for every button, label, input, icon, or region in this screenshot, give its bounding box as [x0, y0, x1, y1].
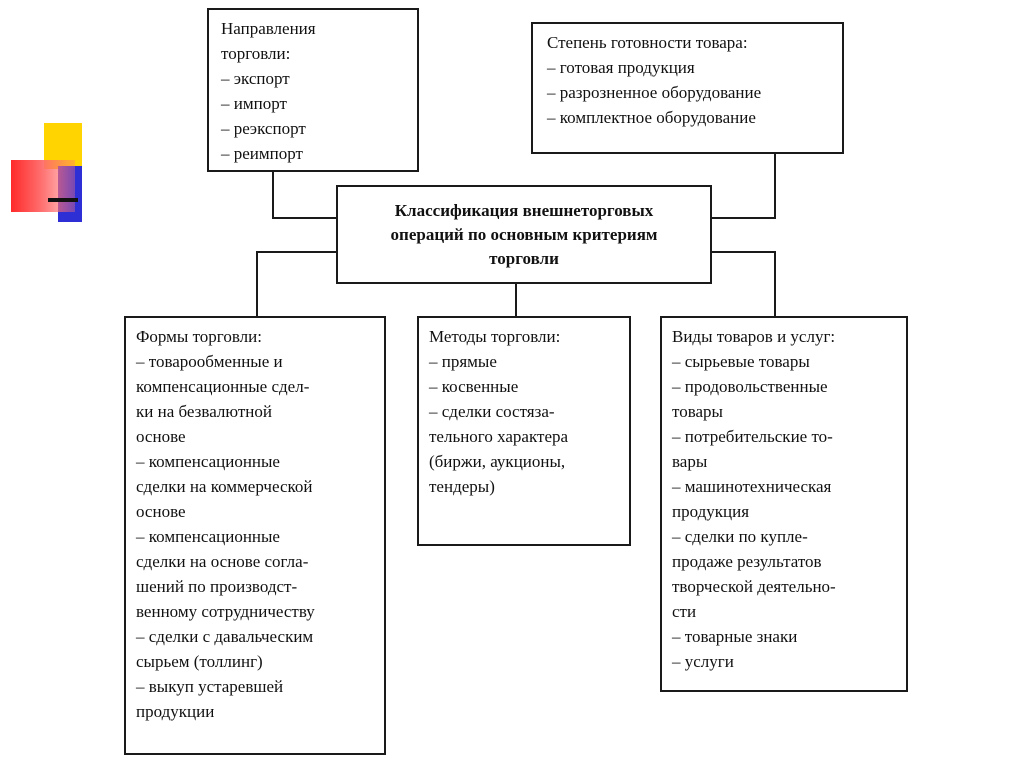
center-title-line-2: операций по основным критериям — [390, 224, 658, 244]
directions-item-import: – импорт — [221, 94, 287, 113]
methods-line: (биржи, аукционы, — [429, 452, 566, 471]
box-trade-directions: Направления торговли: – экспорт – импорт… — [207, 8, 419, 172]
types-line: – сырьевые товары — [672, 352, 810, 371]
directions-item-export: – экспорт — [221, 69, 290, 88]
methods-line: тендеры) — [429, 477, 495, 496]
forms-line: Формы торговли: — [136, 327, 262, 346]
directions-item-reexport: – реэкспорт — [221, 119, 306, 138]
forms-line: – компенсационные — [136, 527, 280, 546]
forms-line: – выкуп устаревшей — [136, 677, 284, 696]
readiness-item-complete: – комплектное оборудование — [547, 108, 756, 127]
forms-line: сырьем (толлинг) — [136, 652, 263, 671]
connector-directions — [272, 172, 336, 219]
forms-line: продукции — [136, 702, 215, 721]
box-goods-readiness: Степень готовности товара: – готовая про… — [531, 22, 844, 154]
types-line: – потребительские то- — [672, 427, 833, 446]
forms-line: сделки на основе согла- — [136, 552, 309, 571]
readiness-item-separate: – разрозненное оборудование — [547, 83, 762, 102]
center-title-line-3: торговли — [489, 248, 559, 268]
readiness-title: Степень готовности товара: — [547, 33, 748, 52]
types-line: товары — [672, 402, 723, 421]
decor-black-line — [48, 198, 78, 202]
connector-types — [712, 251, 776, 316]
types-line: продаже результатов — [672, 552, 822, 571]
methods-line: Методы торговли: — [429, 327, 561, 346]
methods-line: – косвенные — [429, 377, 519, 396]
forms-line: сделки на коммерческой — [136, 477, 313, 496]
connector-readiness — [712, 154, 776, 219]
methods-line: тельного характера — [429, 427, 569, 446]
forms-line: – товарообменные и — [136, 352, 283, 371]
box-trade-methods: Методы торговли: – прямые – косвенные – … — [417, 316, 631, 546]
types-line: вары — [672, 452, 708, 471]
directions-title-2: торговли: — [221, 44, 291, 63]
types-line: творческой деятельно- — [672, 577, 836, 596]
center-title-line-1: Классификация внешнеторговых — [394, 200, 654, 220]
forms-line: ки на безвалютной — [136, 402, 272, 421]
box-central-classification: Классификация внешнеторговых операций по… — [336, 185, 712, 284]
forms-line: – компенсационные — [136, 452, 280, 471]
types-line: – товарные знаки — [672, 627, 798, 646]
readiness-item-finished: – готовая продукция — [547, 58, 695, 77]
forms-line: шений по производст- — [136, 577, 298, 596]
types-line: Виды товаров и услуг: — [672, 327, 836, 346]
types-line: – машинотехническая — [672, 477, 832, 496]
forms-line: компенсационные сдел- — [136, 377, 310, 396]
connector-forms — [256, 251, 336, 316]
decor-red-gradient — [11, 160, 75, 212]
forms-line: основе — [136, 427, 186, 446]
types-line: сти — [672, 602, 697, 621]
box-goods-services-types: Виды товаров и услуг: – сырьевые товары … — [660, 316, 908, 692]
types-line: продукция — [672, 502, 750, 521]
directions-title-1: Направления — [221, 19, 316, 38]
forms-line: – сделки с давальческим — [136, 627, 314, 646]
forms-line: основе — [136, 502, 186, 521]
types-line: – продовольственные — [672, 377, 828, 396]
types-line: – сделки по купле- — [672, 527, 808, 546]
methods-line: – прямые — [429, 352, 497, 371]
forms-line: венному сотрудничеству — [136, 602, 315, 621]
types-line: – услуги — [672, 652, 734, 671]
box-trade-forms: Формы торговли: – товарообменные и компе… — [124, 316, 386, 755]
methods-line: – сделки состяза- — [429, 402, 555, 421]
directions-item-reimport: – реимпорт — [221, 144, 303, 163]
